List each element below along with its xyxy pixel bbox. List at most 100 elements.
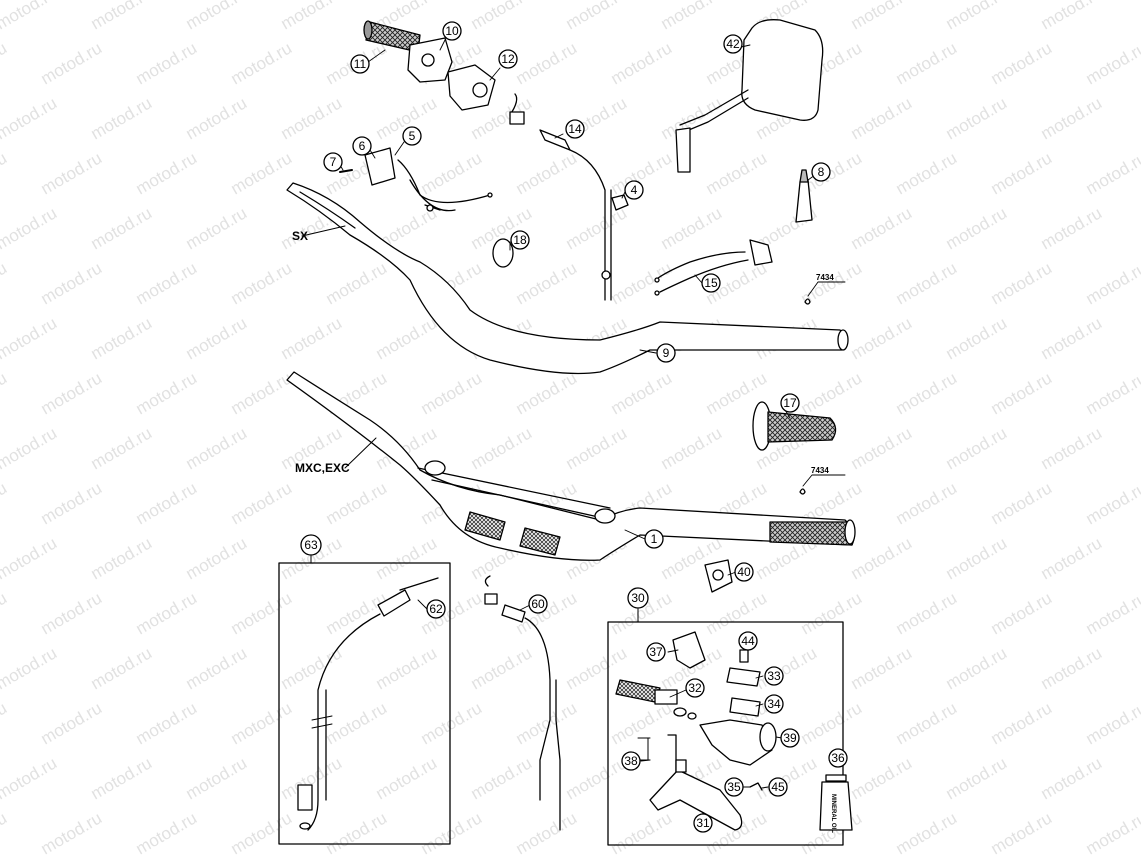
- watermark-text: motod.ru: [893, 698, 961, 748]
- callout-37[interactable]: 37: [646, 642, 666, 662]
- callout-38[interactable]: 38: [621, 751, 641, 771]
- watermark-text: motod.ru: [0, 533, 60, 583]
- label-sx: SX: [292, 229, 308, 243]
- svg-text:30: 30: [631, 591, 645, 605]
- callout-12[interactable]: 12: [498, 49, 518, 69]
- watermark-text: motod.ru: [703, 148, 771, 198]
- watermark-text: motod.ru: [563, 203, 631, 253]
- watermark-text: motod.ru: [418, 368, 486, 418]
- callout-31[interactable]: 31: [693, 813, 713, 833]
- watermark-text: motod.ru: [278, 93, 346, 143]
- watermark-text: motod.ru: [373, 533, 441, 583]
- svg-text:9: 9: [663, 346, 670, 360]
- callout-60[interactable]: 60: [528, 594, 548, 614]
- watermark-text: motod.ru: [183, 533, 251, 583]
- watermark-text: motod.ru: [703, 588, 771, 638]
- throttle-cable: [509, 93, 612, 301]
- watermark-text: motod.ru: [88, 203, 156, 253]
- watermark-text: motod.ru: [88, 753, 156, 803]
- callout-62[interactable]: 62: [426, 599, 446, 619]
- watermark-text: motod.ru: [88, 423, 156, 473]
- callout-33[interactable]: 33: [764, 666, 784, 686]
- kill-switch-assembly: [339, 147, 493, 212]
- callout-35[interactable]: 35: [724, 777, 744, 797]
- watermark-text: motod.ru: [1083, 808, 1141, 856]
- svg-text:15: 15: [704, 276, 718, 290]
- watermark-text: motod.ru: [228, 148, 296, 198]
- svg-text:62: 62: [429, 602, 443, 616]
- callout-5[interactable]: 5: [402, 126, 422, 146]
- label-ref-7434-top: 7434: [816, 273, 834, 282]
- callout-7[interactable]: 7: [323, 152, 343, 172]
- svg-text:33: 33: [767, 669, 781, 683]
- watermark-text: motod.ru: [1083, 258, 1141, 308]
- watermark-text: motod.ru: [988, 368, 1056, 418]
- callout-36[interactable]: 36: [828, 748, 848, 768]
- callout-44[interactable]: 44: [738, 631, 758, 651]
- callout-10[interactable]: 10: [442, 21, 462, 41]
- watermark-text: motod.ru: [798, 588, 866, 638]
- watermark-text: motod.ru: [893, 258, 961, 308]
- callout-4[interactable]: 4: [624, 180, 644, 200]
- watermark-text: motod.ru: [848, 0, 916, 33]
- watermark-text: motod.ru: [798, 368, 866, 418]
- callout-17[interactable]: 17: [780, 393, 800, 413]
- callout-63[interactable]: 63: [300, 534, 322, 556]
- watermark-text: motod.ru: [608, 368, 676, 418]
- svg-text:14: 14: [568, 122, 582, 136]
- callout-9[interactable]: 9: [656, 343, 676, 363]
- watermark-text: motod.ru: [753, 643, 821, 693]
- watermark-text: motod.ru: [0, 753, 60, 803]
- watermark-text: motod.ru: [988, 258, 1056, 308]
- callout-11[interactable]: 11: [350, 54, 370, 74]
- watermark-text: motod.ru: [468, 753, 536, 803]
- watermark-text: motod.ru: [468, 423, 536, 473]
- handlebar-mxc: [286, 371, 856, 561]
- watermark-text: motod.ru: [1038, 313, 1106, 363]
- watermark-text: motod.ru: [183, 0, 251, 33]
- watermark-text: motod.ru: [278, 313, 346, 363]
- watermark-text: motod.ru: [988, 808, 1056, 856]
- callout-42[interactable]: 42: [723, 34, 743, 54]
- cable-63: [297, 577, 439, 831]
- watermark-text: motod.ru: [0, 643, 60, 693]
- watermark-text: motod.ru: [88, 533, 156, 583]
- callout-1[interactable]: 1: [644, 529, 664, 549]
- callout-18[interactable]: 18: [510, 230, 530, 250]
- watermark-text: motod.ru: [38, 258, 106, 308]
- watermark-text: motod.ru: [988, 148, 1056, 198]
- callout-8[interactable]: 8: [811, 162, 831, 182]
- watermark-text: motod.ru: [88, 93, 156, 143]
- watermark-text: motod.ru: [183, 313, 251, 363]
- callout-14[interactable]: 14: [565, 119, 585, 139]
- callout-39[interactable]: 39: [780, 728, 800, 748]
- grip-17: [752, 401, 837, 451]
- watermark-text: motod.ru: [0, 258, 10, 308]
- watermark-text: motod.ru: [228, 368, 296, 418]
- callout-45[interactable]: 45: [768, 777, 788, 797]
- svg-text:8: 8: [818, 165, 825, 179]
- drop-bottom: [799, 488, 806, 495]
- svg-text:1: 1: [651, 532, 658, 546]
- callout-34[interactable]: 34: [764, 694, 784, 714]
- thread-lock-bottle: [795, 169, 813, 223]
- watermark-text: motod.ru: [943, 753, 1011, 803]
- watermark-text: motod.ru: [0, 588, 10, 638]
- watermark-text: motod.ru: [513, 258, 581, 308]
- callout-6[interactable]: 6: [352, 136, 372, 156]
- callout-32[interactable]: 32: [685, 678, 705, 698]
- svg-text:63: 63: [304, 538, 318, 552]
- callout-40[interactable]: 40: [734, 562, 754, 582]
- watermark-text: motod.ru: [133, 698, 201, 748]
- callout-15[interactable]: 15: [701, 273, 721, 293]
- watermark-text: motod.ru: [38, 698, 106, 748]
- watermark-text: motod.ru: [848, 753, 916, 803]
- watermark-text: motod.ru: [563, 423, 631, 473]
- watermark-text: motod.ru: [183, 423, 251, 473]
- watermark-text: motod.ru: [228, 808, 296, 856]
- clamp-40: [704, 559, 733, 593]
- watermark-text: motod.ru: [563, 753, 631, 803]
- watermark-text: motod.ru: [753, 753, 821, 803]
- callout-30[interactable]: 30: [627, 587, 649, 609]
- watermark-text: motod.ru: [183, 203, 251, 253]
